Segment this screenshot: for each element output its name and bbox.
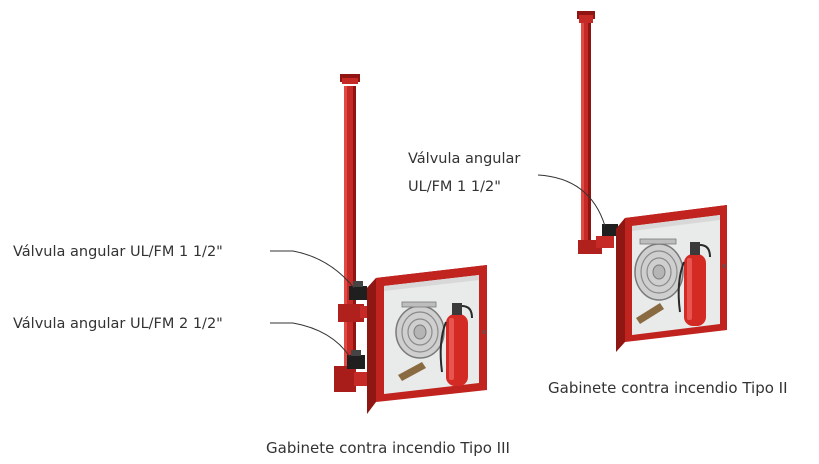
- caption-tipo-iii: Gabinete contra incendio Tipo III: [266, 439, 510, 457]
- caption-tipo-ii: Gabinete contra incendio Tipo II: [548, 379, 788, 397]
- angle-valve-right-icon: [602, 224, 618, 236]
- hose-reel-left-icon: [395, 301, 445, 381]
- leader-line-valve-bottom: [270, 322, 351, 358]
- cabinet-tipo-iii-group: Válvula angular UL/FM 1 1/2" Válvula ang…: [13, 74, 510, 457]
- leader-line-valve-right: [537, 174, 606, 227]
- label-valve-top: Válvula angular UL/FM 1 1/2": [13, 244, 223, 260]
- standpipe-right-icon: [577, 11, 614, 254]
- leader-line-valve-top: [270, 250, 355, 289]
- hose-reel-right-icon: [634, 238, 684, 324]
- cabinet-tipo-ii-group: Válvula angular UL/FM 1 1/2" Gabinete co…: [408, 11, 788, 397]
- angle-valve-top-icon: [349, 281, 367, 300]
- angle-valve-bottom-icon: [347, 350, 365, 369]
- label-valve-right-line1: Válvula angular: [408, 151, 520, 167]
- fire-extinguisher-right-icon: [677, 242, 711, 326]
- label-valve-bottom: Válvula angular UL/FM 2 1/2": [13, 316, 223, 332]
- fire-extinguisher-left-icon: [439, 303, 473, 386]
- label-valve-right-line2: UL/FM 1 1/2": [408, 179, 501, 195]
